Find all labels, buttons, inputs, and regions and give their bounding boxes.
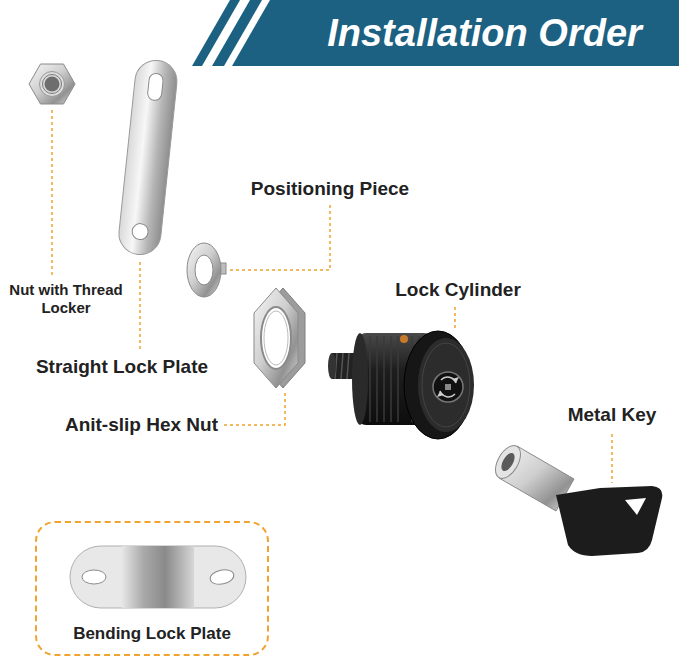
lock-nut-part — [40, 72, 65, 97]
lock-cylinder-part-part — [341, 353, 343, 379]
banner-stripe — [192, 0, 240, 66]
part-label: Bending Lock Plate — [37, 624, 267, 644]
positioning-washer — [187, 243, 226, 297]
bending-plate — [70, 546, 246, 608]
lock-cylinder-part-part — [383, 336, 385, 422]
lock-nut-part — [45, 77, 60, 92]
metal-key-part — [625, 498, 646, 515]
part-label: Metal Key — [568, 404, 657, 427]
lock-nut-part — [29, 64, 75, 104]
straight-plate-part — [117, 58, 179, 256]
part-label: Straight Lock Plate — [36, 356, 208, 379]
hex-nut-part — [261, 307, 291, 369]
banner-band — [232, 0, 679, 66]
leader-line — [611, 434, 613, 483]
lock-cylinder-part — [445, 384, 451, 390]
lock-cylinder-part-part — [397, 336, 399, 422]
metal-key-part — [499, 451, 518, 473]
hex-nut-part — [254, 288, 298, 388]
lock-cylinder-part-part — [390, 336, 392, 422]
leader-line — [229, 205, 330, 270]
lock-cylinder-part — [352, 333, 368, 425]
lock-nut-part — [43, 75, 62, 94]
lock-cylinder-part — [422, 343, 470, 427]
positioning-washer-part — [187, 243, 221, 297]
lock-cylinder — [328, 331, 474, 439]
bending-plate-part — [209, 568, 235, 587]
lock-cylinder-part — [335, 353, 355, 379]
straight-plate-part — [131, 223, 149, 241]
part-label: Anit-slip Hex Nut — [65, 414, 218, 437]
lock-cylinder-part — [400, 335, 408, 343]
metal-key-part — [490, 441, 525, 482]
lock-cylinder-part — [328, 353, 336, 379]
lock-cylinder-part-part — [369, 336, 371, 422]
bending-plate-part — [122, 546, 194, 608]
straight-plate-part — [147, 73, 164, 101]
title-banner — [192, 0, 679, 66]
hex-nut-part — [264, 311, 288, 365]
leader-line — [139, 262, 141, 351]
bending-plate-part — [70, 546, 246, 608]
straight-plate — [117, 58, 179, 256]
lock-cylinder-part — [452, 377, 459, 383]
hex-nut — [254, 288, 305, 388]
lock-cylinder-part-part — [347, 353, 349, 379]
lock-nut — [29, 64, 75, 104]
part-label: Nut with Thread Locker — [3, 281, 129, 317]
leader-line — [224, 392, 285, 425]
leader-line — [51, 110, 53, 275]
part-label: Positioning Piece — [251, 178, 409, 201]
metal-key-part — [556, 486, 662, 556]
lock-cylinder-part — [437, 391, 444, 397]
bending-plate-part — [82, 570, 106, 584]
metal-key — [490, 441, 662, 556]
part-label: Lock Cylinder — [395, 279, 521, 302]
dashed-callout-box: Bending Lock Plate — [35, 521, 269, 656]
title-text: Installation Order — [290, 0, 679, 66]
lock-cylinder-part — [433, 372, 463, 402]
leader-line — [454, 307, 456, 331]
lock-cylinder-part — [418, 338, 474, 432]
lock-cylinder-part-part — [376, 336, 378, 422]
